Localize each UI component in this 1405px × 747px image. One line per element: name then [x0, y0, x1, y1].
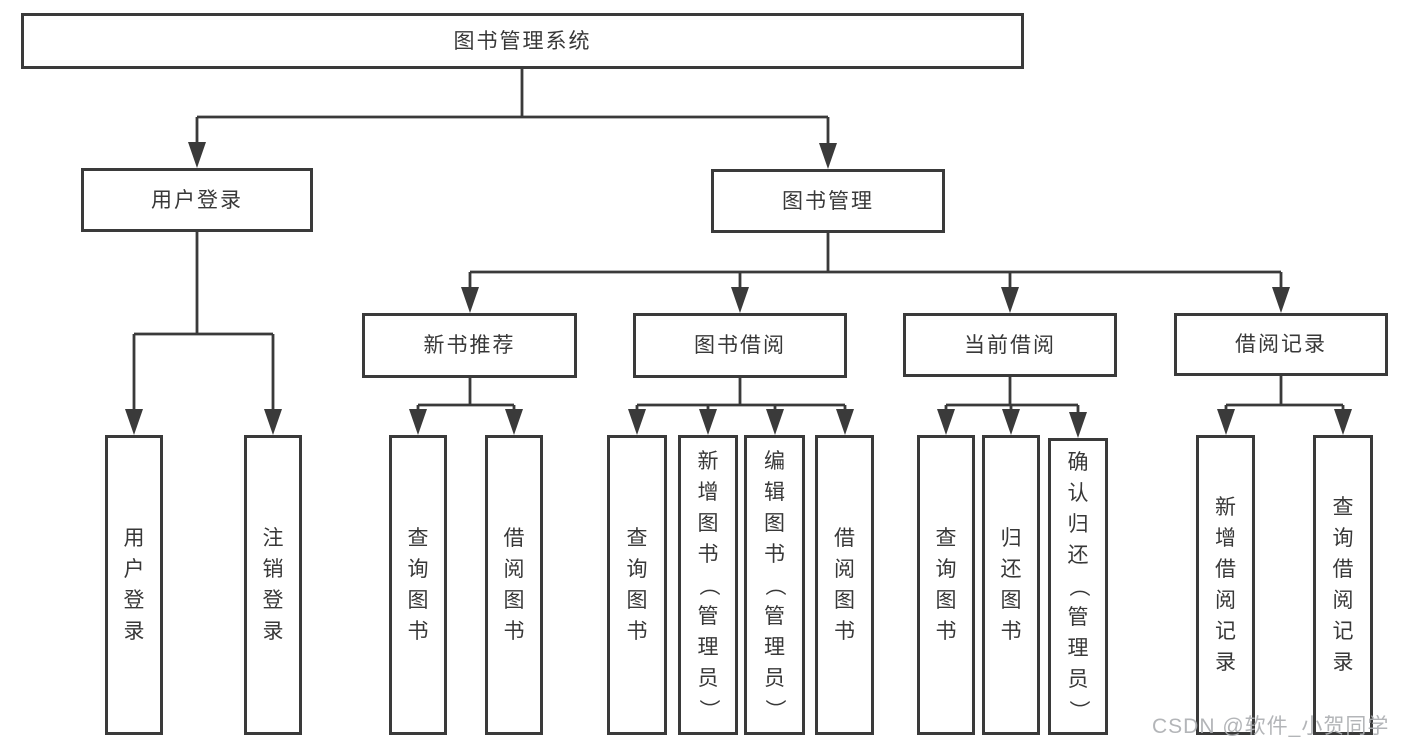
node-book-management: 图书管理	[711, 169, 945, 233]
leaf-query-borrow-record: 查询借阅记录	[1313, 435, 1373, 735]
edges-book-borrowing	[635, 378, 847, 410]
leaf-add-book-admin: 新增图书（管理员）	[678, 435, 738, 735]
leaf-borrow-books-borrowing: 借阅图书	[815, 435, 874, 735]
leaf-user-login: 用户登录	[105, 435, 163, 735]
edges-root	[195, 69, 830, 144]
leaf-query-books-current: 查询图书	[917, 435, 975, 735]
node-new-book-recommend: 新书推荐	[362, 313, 577, 378]
edges-borrowing-records	[1224, 376, 1345, 410]
leaf-query-books-recommend: 查询图书	[389, 435, 447, 735]
node-book-borrowing: 图书借阅	[633, 313, 847, 378]
edges-user-login	[132, 232, 275, 410]
edges-current-borrowing	[944, 377, 1080, 413]
node-borrowing-records: 借阅记录	[1174, 313, 1388, 376]
node-current-borrowing: 当前借阅	[903, 313, 1117, 377]
node-user-login: 用户登录	[81, 168, 313, 232]
leaf-borrow-books-recommend: 借阅图书	[485, 435, 543, 735]
edges-new-book-recommend	[416, 378, 516, 410]
leaf-confirm-return-admin: 确认归还（管理员）	[1048, 438, 1108, 735]
leaf-return-books: 归还图书	[982, 435, 1040, 735]
arrowheads	[125, 142, 1352, 438]
leaf-query-books-borrowing: 查询图书	[607, 435, 667, 735]
leaf-edit-book-admin: 编辑图书（管理员）	[744, 435, 805, 735]
leaf-logout-login: 注销登录	[244, 435, 302, 735]
leaf-add-borrow-record: 新增借阅记录	[1196, 435, 1255, 735]
edges-book-management	[468, 233, 1283, 288]
watermark: CSDN @软件_小贺同学	[1152, 715, 1390, 738]
node-library-system: 图书管理系统	[21, 13, 1024, 69]
